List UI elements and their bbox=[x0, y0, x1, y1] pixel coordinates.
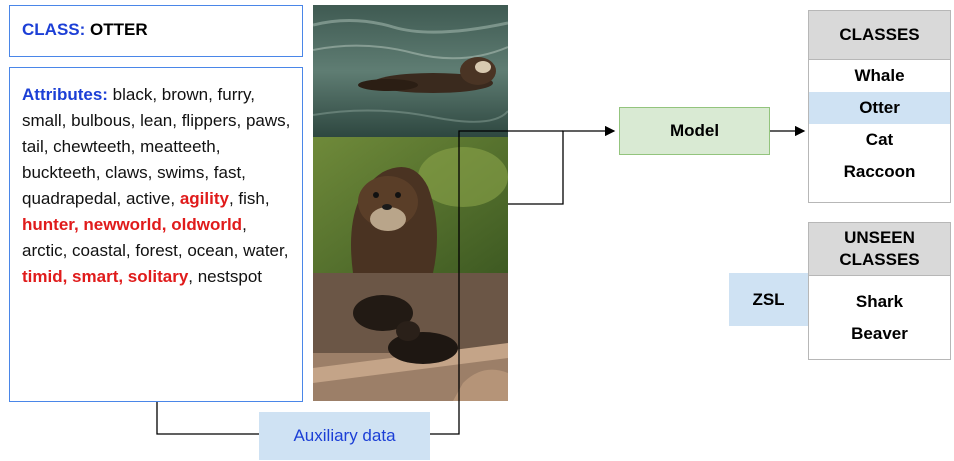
unseen-classes-table: UNSEEN CLASSES Shark Beaver bbox=[808, 222, 951, 360]
attributes-box: Attributes: black, brown, furry, small, … bbox=[9, 67, 303, 402]
attribute-highlight: hunter, newworld, oldworld bbox=[22, 215, 243, 234]
zsl-label: ZSL bbox=[752, 289, 785, 309]
attributes-label: Attributes: bbox=[22, 85, 108, 104]
classes-header: CLASSES bbox=[809, 11, 950, 60]
auxiliary-data-label: Auxiliary data bbox=[293, 426, 396, 445]
unseen-classes-header: UNSEEN CLASSES bbox=[809, 223, 950, 276]
class-item: Cat bbox=[865, 130, 894, 149]
class-item-highlighted: Otter bbox=[809, 92, 950, 124]
unseen-header-line1: UNSEEN bbox=[844, 228, 915, 247]
class-item: Whale bbox=[854, 66, 905, 85]
unseen-class-item: Shark bbox=[855, 292, 904, 311]
unseen-header-line2: CLASSES bbox=[839, 250, 920, 269]
classes-table: CLASSES Whale Otter Cat Raccoon bbox=[808, 10, 951, 203]
class-item: Raccoon bbox=[843, 162, 916, 181]
otter-swimming-photo bbox=[313, 5, 508, 137]
zsl-label-box: ZSL bbox=[729, 273, 808, 326]
attribute-text-segment: , fish, bbox=[228, 189, 270, 208]
attribute-text-segment: , nestspot bbox=[188, 267, 262, 286]
unseen-class-item: Beaver bbox=[851, 324, 908, 343]
attribute-highlight: agility bbox=[179, 189, 229, 208]
attribute-highlight: timid, smart, solitary bbox=[22, 267, 189, 286]
auxiliary-data-box: Auxiliary data bbox=[259, 412, 430, 460]
attributes-text: black, brown, furry, small, bulbous, lea… bbox=[22, 85, 290, 286]
model-box: Model bbox=[619, 107, 770, 155]
class-label-box: CLASS: OTTER bbox=[9, 5, 303, 57]
otter-portrait-photo bbox=[313, 137, 508, 273]
attribute-text-segment: black, brown, furry, small, bulbous, lea… bbox=[22, 85, 291, 208]
class-value: OTTER bbox=[90, 20, 148, 39]
attribute-text-segment: , arctic, coastal, forest, ocean, water, bbox=[22, 215, 289, 260]
model-label: Model bbox=[669, 121, 720, 140]
class-label: CLASS: bbox=[22, 20, 86, 39]
